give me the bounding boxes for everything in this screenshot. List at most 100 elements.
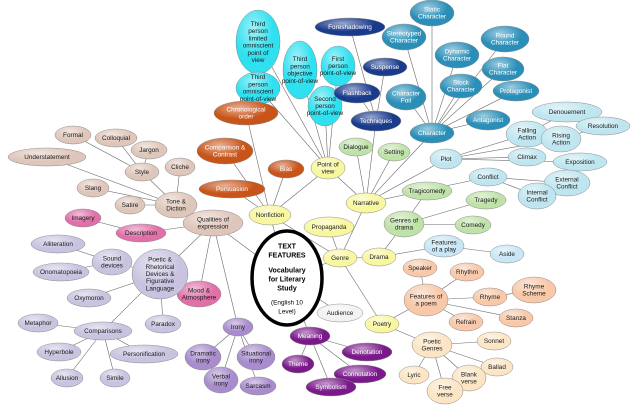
- node-gloss: [363, 58, 407, 76]
- node-gloss: [404, 284, 448, 316]
- node-nonfiction: Nonfiction: [248, 204, 292, 226]
- node-formal: Formal: [54, 125, 92, 145]
- node-gloss: [412, 332, 452, 358]
- node-oxymoron: Oxymoron: [66, 288, 112, 308]
- node-gloss: [455, 216, 491, 234]
- node-gloss: [317, 304, 363, 322]
- node-personification: Personification: [109, 344, 179, 364]
- node-gloss: [473, 288, 507, 306]
- node-gloss: [37, 343, 81, 361]
- node-gloss: [449, 313, 483, 331]
- edge-qualities-irony: [212, 222, 239, 328]
- node-persuasion: Persuasion: [198, 179, 266, 199]
- node-gloss: [51, 369, 83, 387]
- node-gloss: [493, 81, 539, 101]
- node-gloss: [165, 158, 195, 176]
- node-stanza: Stanza: [498, 308, 534, 328]
- node-gloss: [315, 18, 385, 36]
- node-gloss: [31, 235, 85, 253]
- node-gloss: [8, 148, 86, 166]
- node-denotation: Denotation: [341, 342, 393, 362]
- node-bias: Bias: [267, 159, 305, 179]
- center-line-4: Vocabulary: [268, 268, 305, 275]
- node-gloss: [95, 129, 137, 147]
- node-gloss: [481, 26, 529, 52]
- node-speaker: Speaker: [402, 258, 438, 278]
- center-line-6: Study: [277, 286, 297, 293]
- node-gloss: [399, 366, 429, 384]
- node-gloss: [506, 121, 548, 147]
- node-sonnet: Sonnet: [476, 331, 512, 351]
- node-satire: Satire: [114, 195, 146, 215]
- edge-nonfiction-chronological: [245, 112, 271, 216]
- node-climax: Climax: [507, 147, 547, 167]
- node-gloss: [339, 138, 373, 156]
- center-line-8: Level): [278, 309, 295, 316]
- node-gloss: [424, 235, 464, 257]
- node-alliteration: Alliteration: [30, 234, 86, 254]
- edge-techniques-foreshadowing: [349, 26, 377, 122]
- node-gloss: [382, 24, 426, 50]
- node-antagonist: Antagonist: [465, 109, 511, 131]
- node-gloss: [268, 160, 304, 178]
- node-gloss: [308, 86, 342, 126]
- edge-genre-poetry: [339, 257, 383, 325]
- node-gloss: [576, 117, 630, 135]
- node-gloss: [177, 281, 221, 307]
- node-gloss: [440, 74, 482, 98]
- node-gloss: [304, 217, 354, 237]
- node-gloss: [115, 196, 145, 214]
- node-hyperbole: Hyperbole: [36, 342, 82, 362]
- node-gloss: [466, 110, 510, 130]
- node-exposition: Exposition: [552, 152, 608, 172]
- node-comparisons: Comparisons: [73, 321, 133, 341]
- center-line-1: TEXT: [278, 244, 297, 251]
- node-character: Character: [409, 122, 455, 144]
- node-rhythm: Rhythm: [449, 262, 485, 282]
- node-gloss: [499, 309, 533, 327]
- node-gloss: [199, 180, 265, 198]
- node-gloss: [282, 355, 314, 373]
- node-gloss: [110, 345, 178, 363]
- node-conflict: Conflict: [468, 167, 508, 187]
- node-gloss: [125, 163, 159, 181]
- node-foreshadowing: Foreshadowing: [314, 17, 386, 37]
- node-irony: Irony: [222, 317, 254, 337]
- node-drama: Drama: [361, 247, 397, 267]
- node-gloss: [249, 205, 291, 225]
- node-jargon: Jargon: [130, 140, 168, 160]
- node-gloss: [482, 57, 524, 81]
- node-gloss: [435, 42, 479, 68]
- node-gloss: [100, 369, 130, 387]
- node-description: Description: [115, 223, 167, 243]
- node-gloss: [466, 191, 506, 209]
- node-gloss: [131, 141, 167, 159]
- node-gloss: [237, 344, 275, 370]
- node-ballad: Ballad: [480, 357, 514, 377]
- node-gloss: [197, 138, 253, 164]
- node-gloss: [518, 183, 556, 209]
- node-gloss: [410, 0, 454, 26]
- node-metaphor: Metaphor: [17, 313, 59, 333]
- node-gloss: [410, 123, 454, 143]
- node-gloss: [92, 249, 132, 275]
- edge-character-flat: [431, 68, 504, 134]
- node-setting: Setting: [377, 142, 411, 162]
- node-gloss: [430, 149, 462, 169]
- node-gloss: [365, 315, 399, 333]
